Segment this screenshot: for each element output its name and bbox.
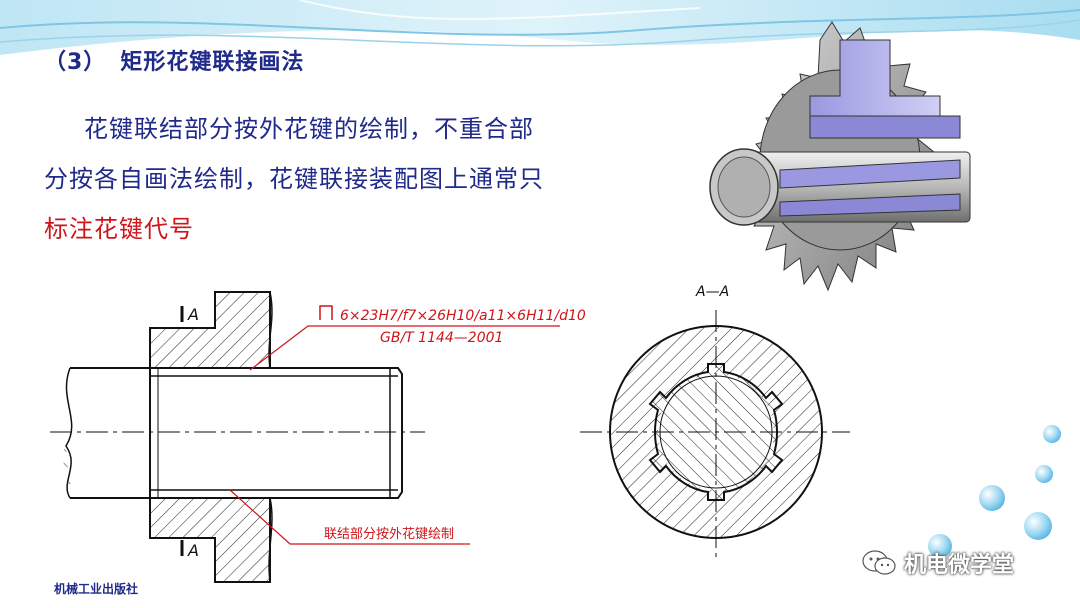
section-heading: （3） 矩形花键联接画法 — [44, 44, 304, 76]
publisher-label: 机械工业出版社 — [54, 582, 139, 596]
paragraph-line-1: 花键联结部分按外花键的绘制，不重合部 — [84, 115, 534, 143]
section-letter-bottom: A — [187, 541, 199, 560]
spline-code-text: 6×23H7/f7×26H10/a11×6H11/d10 — [340, 308, 586, 324]
header-wave-decoration — [0, 0, 1080, 55]
bubble-decoration — [928, 425, 1061, 558]
section-title: 矩形花键联接画法 — [120, 50, 305, 75]
section-letter-top: A — [187, 305, 199, 324]
section-number: （3） — [44, 50, 107, 75]
body-paragraph: 花键联结部分按外花键的绘制，不重合部 分按各自画法绘制，花键联接装配图上通常只 … — [44, 104, 604, 254]
section-view-label: A—A — [695, 284, 729, 300]
standard-text: GB/T 1144—2001 — [380, 330, 503, 346]
watermark-text: 机电微学堂 — [904, 553, 1015, 578]
annotation-text: 联结部分按外花键绘制 — [324, 526, 454, 542]
paragraph-highlight: 标注花键代号 — [44, 215, 194, 243]
spline-assembly-drawing: A A 6×23H7/f7×26H10/a11×6H11/d10 GB/T 11… — [50, 284, 850, 583]
wechat-icon — [862, 550, 896, 575]
spline-gear-3d-image — [709, 21, 971, 292]
watermark: 机电微学堂 — [862, 545, 1014, 581]
paragraph-line-2: 分按各自画法绘制，花键联接装配图上通常只 — [44, 165, 544, 193]
